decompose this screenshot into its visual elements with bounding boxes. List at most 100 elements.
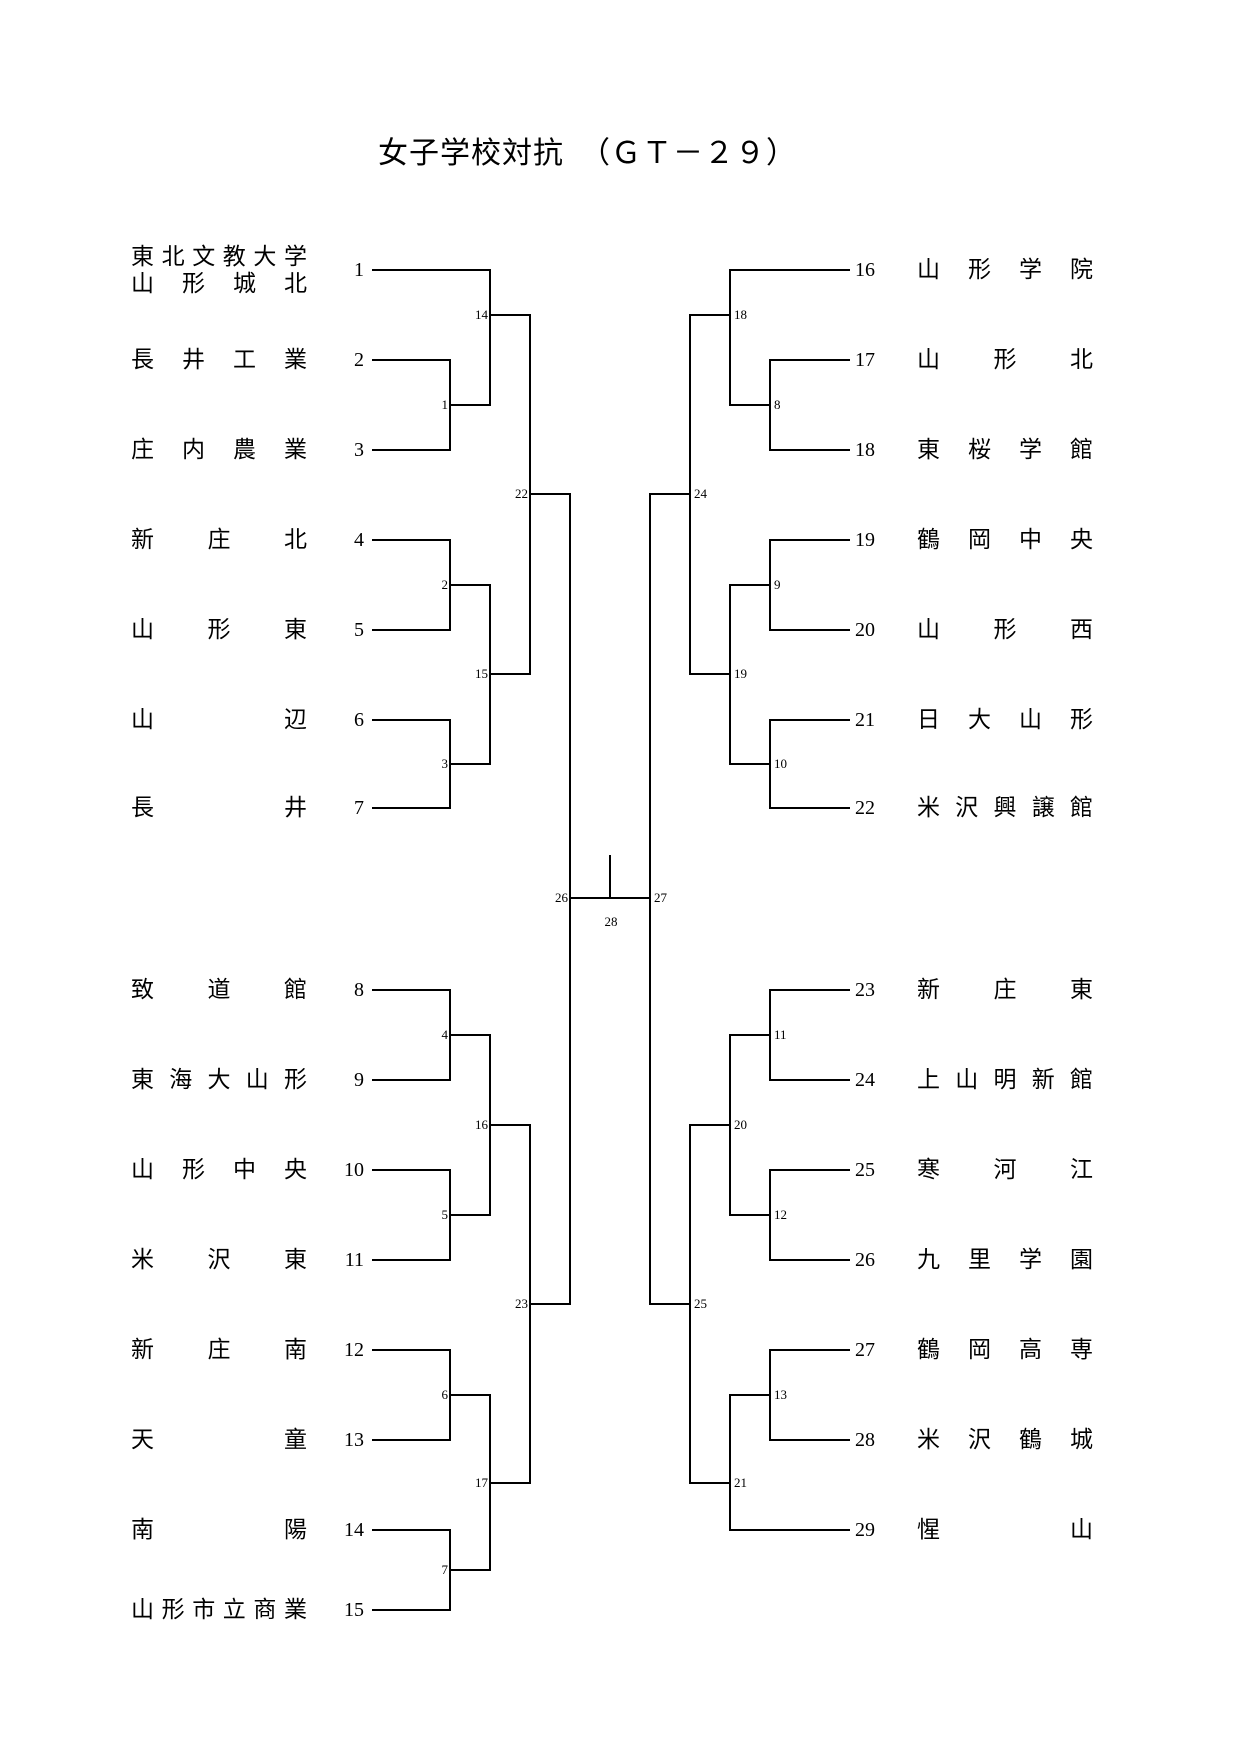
seed-number: 4 (354, 529, 364, 551)
match-number: 25 (694, 1296, 707, 1311)
seed-number: 17 (855, 349, 875, 371)
team-left-15: 山形市立商業 (131, 1597, 307, 1623)
bracket-line-m21 (729, 1394, 850, 1531)
seed-number: 1 (354, 259, 364, 281)
seed-number: 10 (344, 1159, 364, 1181)
match-number: 1 (441, 397, 449, 412)
seed-number: 3 (354, 439, 364, 461)
bracket-line-m18 (729, 269, 850, 406)
team-left-9: 東海大山形 (131, 1067, 307, 1093)
seed-number: 15 (344, 1599, 364, 1621)
team-right-26: 九里学園 (917, 1247, 1093, 1273)
team-left-12: 新庄南 (131, 1337, 307, 1363)
seed-number: 27 (855, 1339, 875, 1361)
seed-number: 23 (855, 979, 875, 1001)
team-left-11: 米沢東 (131, 1247, 307, 1273)
team-right-23: 新庄東 (917, 977, 1093, 1003)
seed-number: 21 (855, 709, 875, 731)
team-right-29: 惺山 (917, 1517, 1093, 1543)
match-number: 22 (515, 486, 528, 501)
match-number: 14 (475, 307, 488, 322)
match-number: 15 (475, 666, 488, 681)
bracket-line-m19 (729, 584, 770, 765)
team-right-16: 山形学院 (917, 257, 1093, 283)
team-right-17: 山形北 (917, 347, 1093, 373)
team-name-line: 東北文教大学 (131, 244, 307, 270)
bracket-line-m25 (689, 1124, 730, 1484)
seed-number: 12 (344, 1339, 364, 1361)
match-number: 2 (441, 577, 449, 592)
match-number: 10 (774, 756, 787, 771)
team-left-3: 庄内農業 (131, 437, 307, 463)
match-number: 18 (734, 307, 747, 322)
match-number: 17 (475, 1475, 488, 1490)
match-number: 23 (515, 1296, 528, 1311)
match-number: 3 (441, 756, 449, 771)
seed-number: 18 (855, 439, 875, 461)
team-left-2: 長井工業 (131, 347, 307, 373)
match-number: 13 (774, 1387, 787, 1402)
team-left-6: 山辺 (131, 707, 307, 733)
match-number: 8 (774, 397, 781, 412)
bracket-line-m14 (372, 269, 491, 406)
team-right-25: 寒河江 (917, 1157, 1093, 1183)
seed-number: 16 (855, 259, 875, 281)
seed-number: 19 (855, 529, 875, 551)
bracket-line-m24 (689, 314, 730, 675)
seed-number: 7 (354, 797, 364, 819)
match-number: 26 (555, 890, 568, 905)
seed-number: 9 (354, 1069, 364, 1091)
seed-number: 29 (855, 1519, 875, 1541)
bracket-line-m11 (769, 989, 850, 1081)
seed-number: 5 (354, 619, 364, 641)
team-right-21: 日大山形 (917, 707, 1093, 733)
team-right-22: 米沢興譲館 (917, 795, 1093, 821)
bracket-line-m10 (769, 719, 850, 809)
bracket-line-m9 (769, 539, 850, 631)
team-left-8: 致道館 (131, 977, 307, 1003)
team-left-13: 天童 (131, 1427, 307, 1453)
seed-number: 26 (855, 1249, 875, 1271)
match-number: 24 (694, 486, 707, 501)
team-left-4: 新庄北 (131, 527, 307, 553)
seed-number: 28 (855, 1429, 875, 1451)
team-right-19: 鶴岡中央 (917, 527, 1093, 553)
match-number: 16 (475, 1117, 488, 1132)
match-number: 7 (441, 1562, 449, 1577)
match-number: 12 (774, 1207, 787, 1222)
team-left-10: 山形中央 (131, 1157, 307, 1183)
seed-number: 8 (354, 979, 364, 1001)
match-number: 11 (774, 1027, 787, 1042)
seed-number: 24 (855, 1069, 875, 1091)
seed-number: 20 (855, 619, 875, 641)
team-right-28: 米沢鶴城 (917, 1427, 1093, 1453)
seed-number: 14 (344, 1519, 364, 1541)
match-number: 19 (734, 666, 747, 681)
team-left-14: 南陽 (131, 1517, 307, 1543)
team-right-27: 鶴岡高専 (917, 1337, 1093, 1363)
seed-number: 2 (354, 349, 364, 371)
bracket-line-m12 (769, 1169, 850, 1261)
team-right-24: 上山明新館 (917, 1067, 1093, 1093)
match-number: 4 (441, 1027, 449, 1042)
bracket-line-m27 (649, 493, 690, 1305)
team-left-7: 長井 (131, 795, 307, 821)
match-number: 21 (734, 1475, 747, 1490)
seed-number: 6 (354, 709, 364, 731)
team-name-line: 山形城北 (131, 271, 307, 297)
match-number: 27 (654, 890, 667, 905)
team-left-5: 山形東 (131, 617, 307, 643)
match-number: 20 (734, 1117, 747, 1132)
bracket-line-m8 (769, 359, 850, 451)
bracket-line-m13 (769, 1349, 850, 1441)
seed-number: 13 (344, 1429, 364, 1451)
seed-number: 22 (855, 797, 875, 819)
match-number: 6 (441, 1387, 449, 1402)
team-left-1: 東北文教大学 山形城北 (131, 244, 307, 300)
bracket-line-m20 (729, 1034, 770, 1216)
team-right-18: 東桜学館 (917, 437, 1093, 463)
page-title: 女子学校対抗 （ＧＴ－２９） (378, 136, 797, 171)
match-number: 5 (441, 1207, 449, 1222)
seed-number: 25 (855, 1159, 875, 1181)
